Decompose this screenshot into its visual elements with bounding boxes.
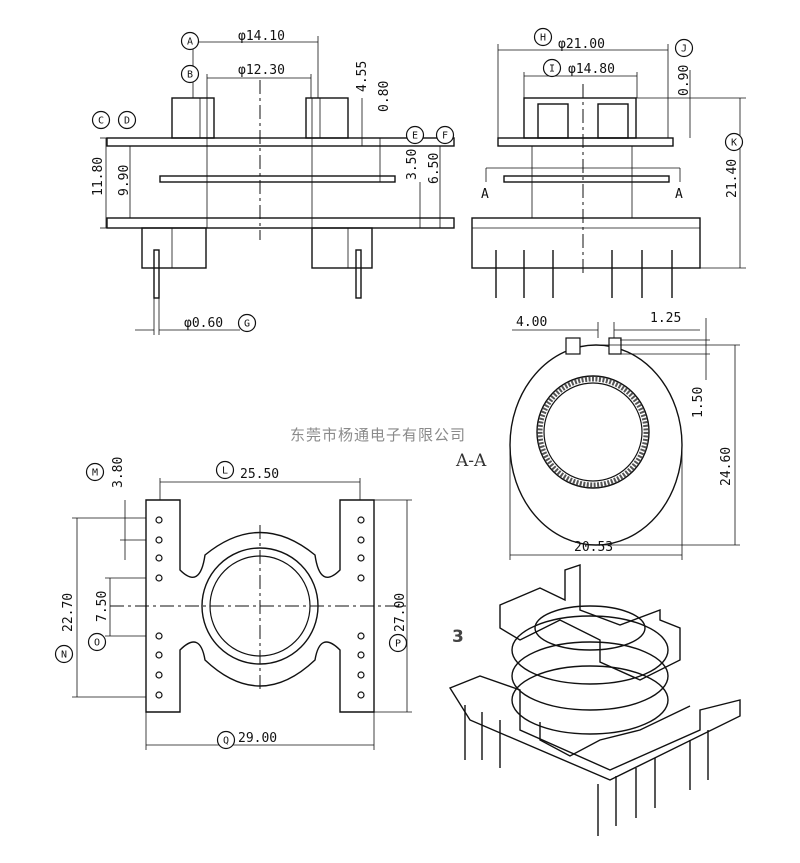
dim-4-00: 4.00 xyxy=(516,315,547,330)
callout-letter: J xyxy=(681,44,687,55)
callout-q: Q xyxy=(216,730,236,750)
callout-m: M xyxy=(85,462,105,482)
callout-letter: G xyxy=(244,319,250,330)
dim-1-50: 1.50 xyxy=(691,387,706,418)
section-mark-left: A xyxy=(481,187,489,202)
callout-f: F xyxy=(435,125,455,145)
dim-0-80: 0.80 xyxy=(377,81,392,112)
callout-i: I xyxy=(542,58,562,78)
dim-F: 6.50 xyxy=(427,153,442,184)
dim-K: 21.40 xyxy=(725,159,740,198)
iso-view-number: 3 xyxy=(452,627,464,647)
callout-j: J xyxy=(674,38,694,58)
dim-M: 3.80 xyxy=(111,457,126,488)
front-view xyxy=(100,36,455,335)
callout-letter: B xyxy=(187,70,193,81)
callout-letter: H xyxy=(540,33,546,44)
dim-11-80: 11.80 xyxy=(91,157,106,196)
callout-letter: Q xyxy=(223,736,229,747)
dim-9-90: 9.90 xyxy=(117,165,132,196)
dim-O: 7.50 xyxy=(95,591,110,622)
callout-d: D xyxy=(117,110,137,130)
callout-c: C xyxy=(91,110,111,130)
dim-20-53: 20.53 xyxy=(574,540,613,555)
dim-L: 25.50 xyxy=(240,467,279,482)
dim-E: 3.50 xyxy=(405,149,420,180)
callout-b: B xyxy=(180,64,200,84)
bottom-view xyxy=(72,478,412,750)
callout-a: A xyxy=(180,31,200,51)
dim-1-25: 1.25 xyxy=(650,311,681,326)
side-view xyxy=(471,44,746,298)
callout-letter: O xyxy=(94,638,100,649)
dim-J: 0.90 xyxy=(677,65,692,96)
callout-letter: D xyxy=(124,116,130,127)
dim-H: φ21.00 xyxy=(558,37,605,52)
callout-letter: A xyxy=(187,37,193,48)
callout-letter: I xyxy=(549,64,555,75)
callout-l: L xyxy=(215,460,235,480)
callout-h: H xyxy=(533,27,553,47)
callout-g: G xyxy=(237,313,257,333)
section-label: A-A xyxy=(455,451,487,471)
dim-P: 27.00 xyxy=(393,593,408,632)
callout-letter: M xyxy=(92,468,98,479)
callouts: A B C D E F G H I J K L M N O P Q xyxy=(54,27,744,750)
section-mark-right: A xyxy=(675,187,683,202)
callout-o: O xyxy=(87,632,107,652)
isometric-view xyxy=(448,564,741,836)
dim-Q: 29.00 xyxy=(238,731,277,746)
callout-letter: F xyxy=(442,131,448,142)
callout-letter: L xyxy=(222,466,228,477)
callout-letter: P xyxy=(395,639,401,650)
dim-N: 22.70 xyxy=(61,593,76,632)
callout-n: N xyxy=(54,644,74,664)
section-view xyxy=(509,318,740,560)
callout-letter: K xyxy=(731,138,737,149)
dim-A: φ14.10 xyxy=(238,29,285,44)
callout-k: K xyxy=(724,132,744,152)
callout-p: P xyxy=(388,633,408,653)
callout-e: E xyxy=(405,125,425,145)
dim-G: φ0.60 xyxy=(184,316,223,331)
callout-letter: C xyxy=(98,116,104,127)
callout-letter: E xyxy=(412,131,418,142)
dim-24-60: 24.60 xyxy=(719,447,734,486)
dim-4-55: 4.55 xyxy=(355,61,370,92)
dim-B: φ12.30 xyxy=(238,63,285,78)
callout-letter: N xyxy=(61,650,67,661)
dim-I: φ14.80 xyxy=(568,62,615,77)
watermark: 东莞市杨通电子有限公司 xyxy=(290,426,466,444)
